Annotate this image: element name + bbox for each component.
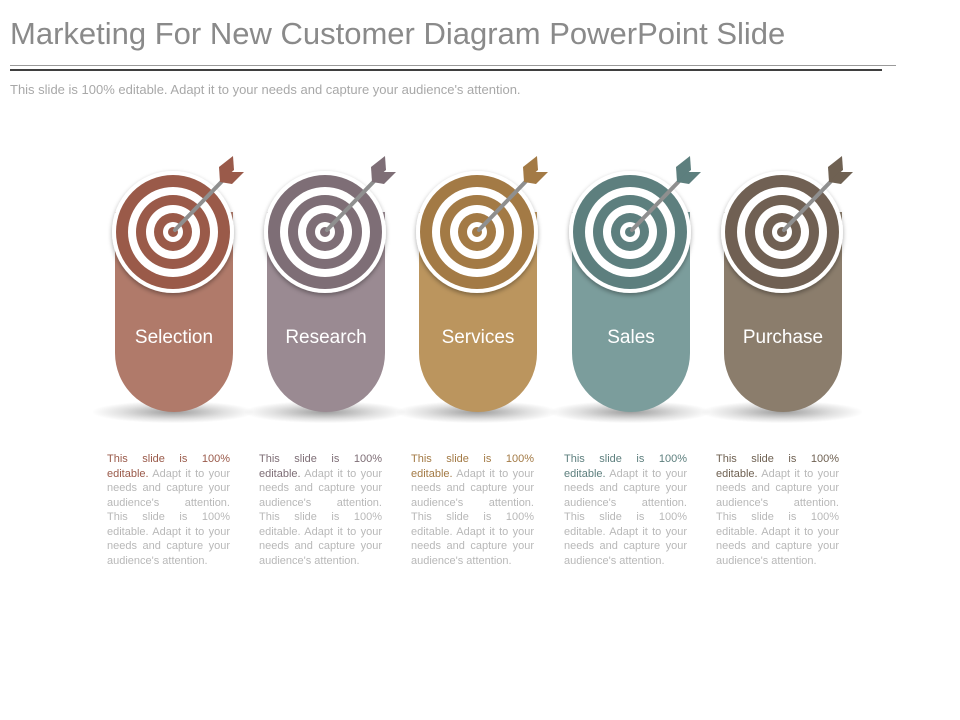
pill-label: Sales — [607, 327, 655, 348]
pill-shadow — [550, 401, 710, 423]
description-lead: This slide is 100% editable. — [259, 453, 382, 480]
column-description: This slide is 100% editable. Adapt it to… — [107, 452, 230, 568]
pill-label: Purchase — [742, 327, 824, 348]
dartboard-arrow-icon — [112, 156, 244, 293]
slide-title: Marketing For New Customer Diagram Power… — [10, 16, 786, 51]
description-body: Adapt it to your needs and capture your … — [411, 467, 534, 567]
description-lead: This slide is 100% editable. — [564, 453, 687, 480]
description-lead: This slide is 100% editable. — [107, 453, 230, 480]
pill-shadow — [397, 401, 557, 423]
dartboard-arrow-icon — [569, 156, 701, 293]
pill-shadow — [702, 401, 862, 423]
slide-subtitle: This slide is 100% editable. Adapt it to… — [10, 82, 521, 97]
dartboard-arrow-icon — [264, 156, 396, 293]
title-divider-thin — [10, 65, 896, 66]
dartboard-arrow-icon — [721, 156, 853, 293]
description-lead: This slide is 100% editable. — [411, 453, 534, 480]
column-description: This slide is 100% editable. Adapt it to… — [259, 452, 382, 568]
pill-label: Selection — [134, 327, 214, 348]
pill-label: Services — [441, 327, 515, 348]
column-description: This slide is 100% editable. Adapt it to… — [411, 452, 534, 568]
pill-shadow — [93, 401, 253, 423]
description-body: Adapt it to your needs and capture your … — [107, 467, 230, 567]
description-body: Adapt it to your needs and capture your … — [259, 467, 382, 567]
column-description: This slide is 100% editable. Adapt it to… — [564, 452, 687, 568]
description-body: Adapt it to your needs and capture your … — [716, 467, 839, 567]
pill-shadow — [245, 401, 405, 423]
column-description: This slide is 100% editable. Adapt it to… — [716, 452, 839, 568]
description-lead: This slide is 100% editable. — [716, 453, 839, 480]
dartboard-arrow-icon — [416, 156, 548, 293]
pill-label: Research — [285, 327, 367, 348]
description-body: Adapt it to your needs and capture your … — [564, 467, 687, 567]
title-divider-thick — [10, 69, 882, 71]
